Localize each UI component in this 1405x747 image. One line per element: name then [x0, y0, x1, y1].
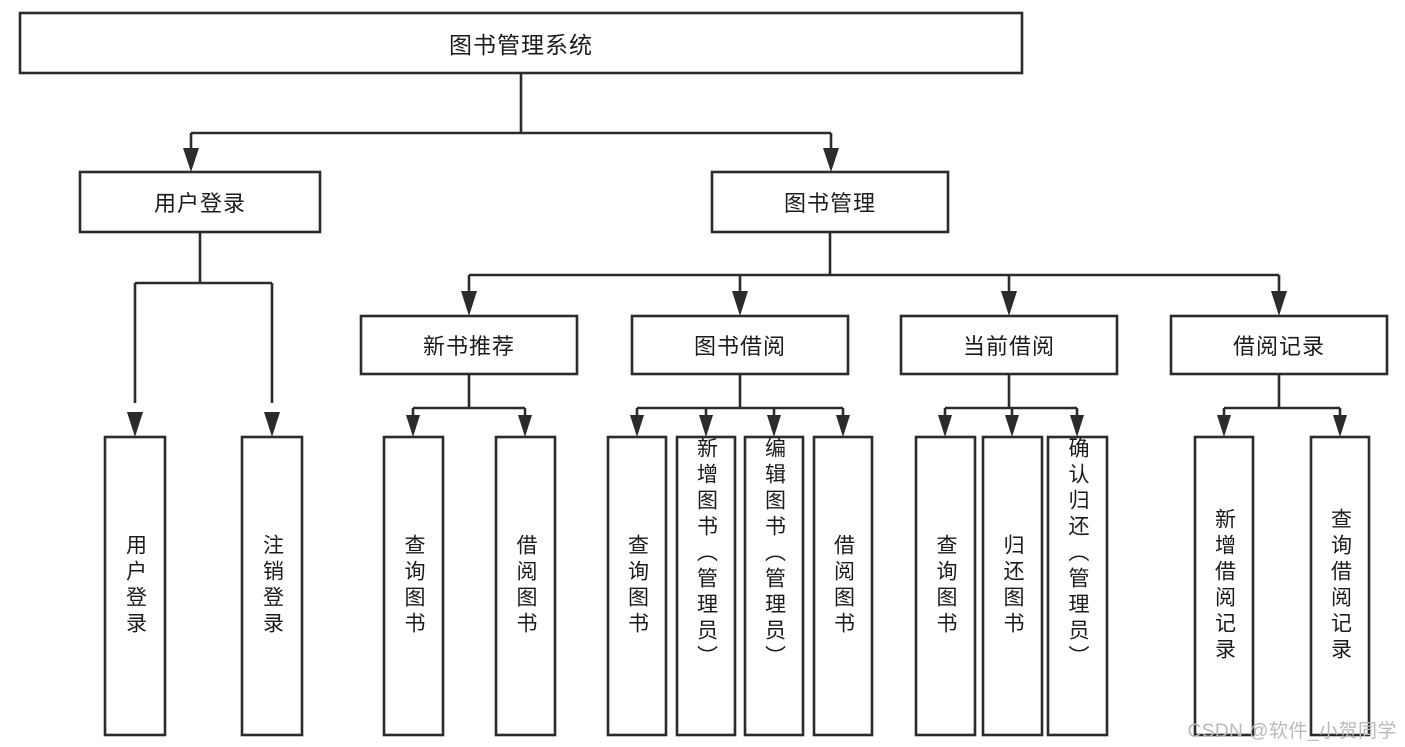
arrowhead-bb-4	[836, 415, 850, 437]
node-box-leaf-nb-2[interactable]	[494, 435, 557, 737]
arrowhead-borrow-record	[1271, 291, 1287, 316]
arrowhead-cb-3	[1070, 415, 1084, 437]
arrowhead-br-2	[1333, 415, 1347, 437]
node-box-leaf-ul-1[interactable]	[103, 435, 167, 737]
arrowhead-br-1	[1217, 415, 1231, 437]
node-box-leaf-br-2[interactable]	[1309, 435, 1371, 737]
arrowhead-nb-1	[406, 415, 420, 437]
arrowheads	[127, 148, 1347, 437]
node-box-leaf-cb-2[interactable]	[981, 435, 1044, 737]
node-box-leaf-bb-1[interactable]	[606, 435, 668, 737]
node-box-leaf-cb-3[interactable]	[1046, 435, 1109, 737]
arrowhead-cb-2	[1005, 415, 1019, 437]
node-box-leaf-bb-4[interactable]	[812, 435, 874, 737]
arrowhead-nb-2	[518, 415, 532, 437]
node-box-leaf-br-1[interactable]	[1193, 435, 1255, 737]
arrowhead-book-borrow	[732, 291, 748, 316]
arrowhead-user-login	[183, 148, 199, 172]
node-box-leaf-bb-3[interactable]	[743, 435, 805, 737]
arrowhead-book-manage	[823, 148, 839, 172]
node-box-new-book[interactable]	[359, 314, 579, 376]
node-box-leaf-nb-1[interactable]	[382, 435, 445, 737]
arrowhead-cb-1	[938, 415, 952, 437]
node-box-leaf-cb-1[interactable]	[914, 435, 977, 737]
node-box-book-manage[interactable]	[710, 170, 950, 234]
arrowhead-bb-1	[630, 415, 644, 437]
node-box-leaf-ul-2[interactable]	[240, 435, 304, 737]
node-box-leaf-bb-2[interactable]	[675, 435, 737, 737]
arrowhead-ul-1	[127, 412, 143, 437]
arrowhead-new-book	[461, 291, 477, 316]
arrowhead-bb-3	[767, 415, 781, 437]
node-box-root[interactable]	[18, 11, 1024, 75]
arrowhead-current-borrow	[1001, 291, 1017, 316]
node-box-borrow-record[interactable]	[1169, 314, 1389, 376]
node-box-user-login[interactable]	[78, 170, 322, 234]
node-box-book-borrow[interactable]	[630, 314, 850, 376]
arrowhead-ul-2	[264, 412, 280, 437]
node-box-current-borrow[interactable]	[899, 314, 1119, 376]
node-boxes	[18, 11, 1389, 737]
arrowhead-bb-2	[699, 415, 713, 437]
